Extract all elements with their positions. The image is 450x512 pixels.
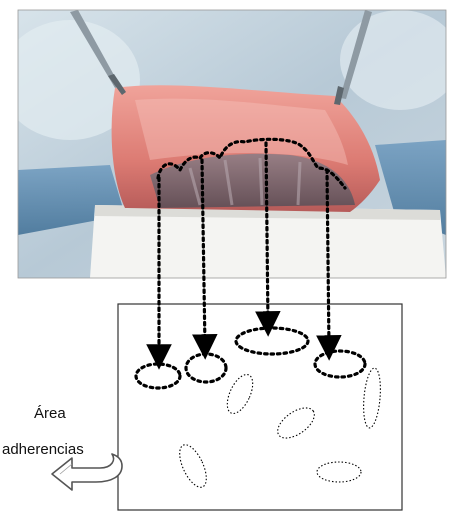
- connector-arrow-3: [266, 143, 268, 324]
- surgical-photo: [0, 10, 450, 278]
- curved-arrow-icon: [52, 454, 122, 490]
- adherencias-label: adherencias: [2, 441, 84, 458]
- area-label: Área: [34, 405, 66, 422]
